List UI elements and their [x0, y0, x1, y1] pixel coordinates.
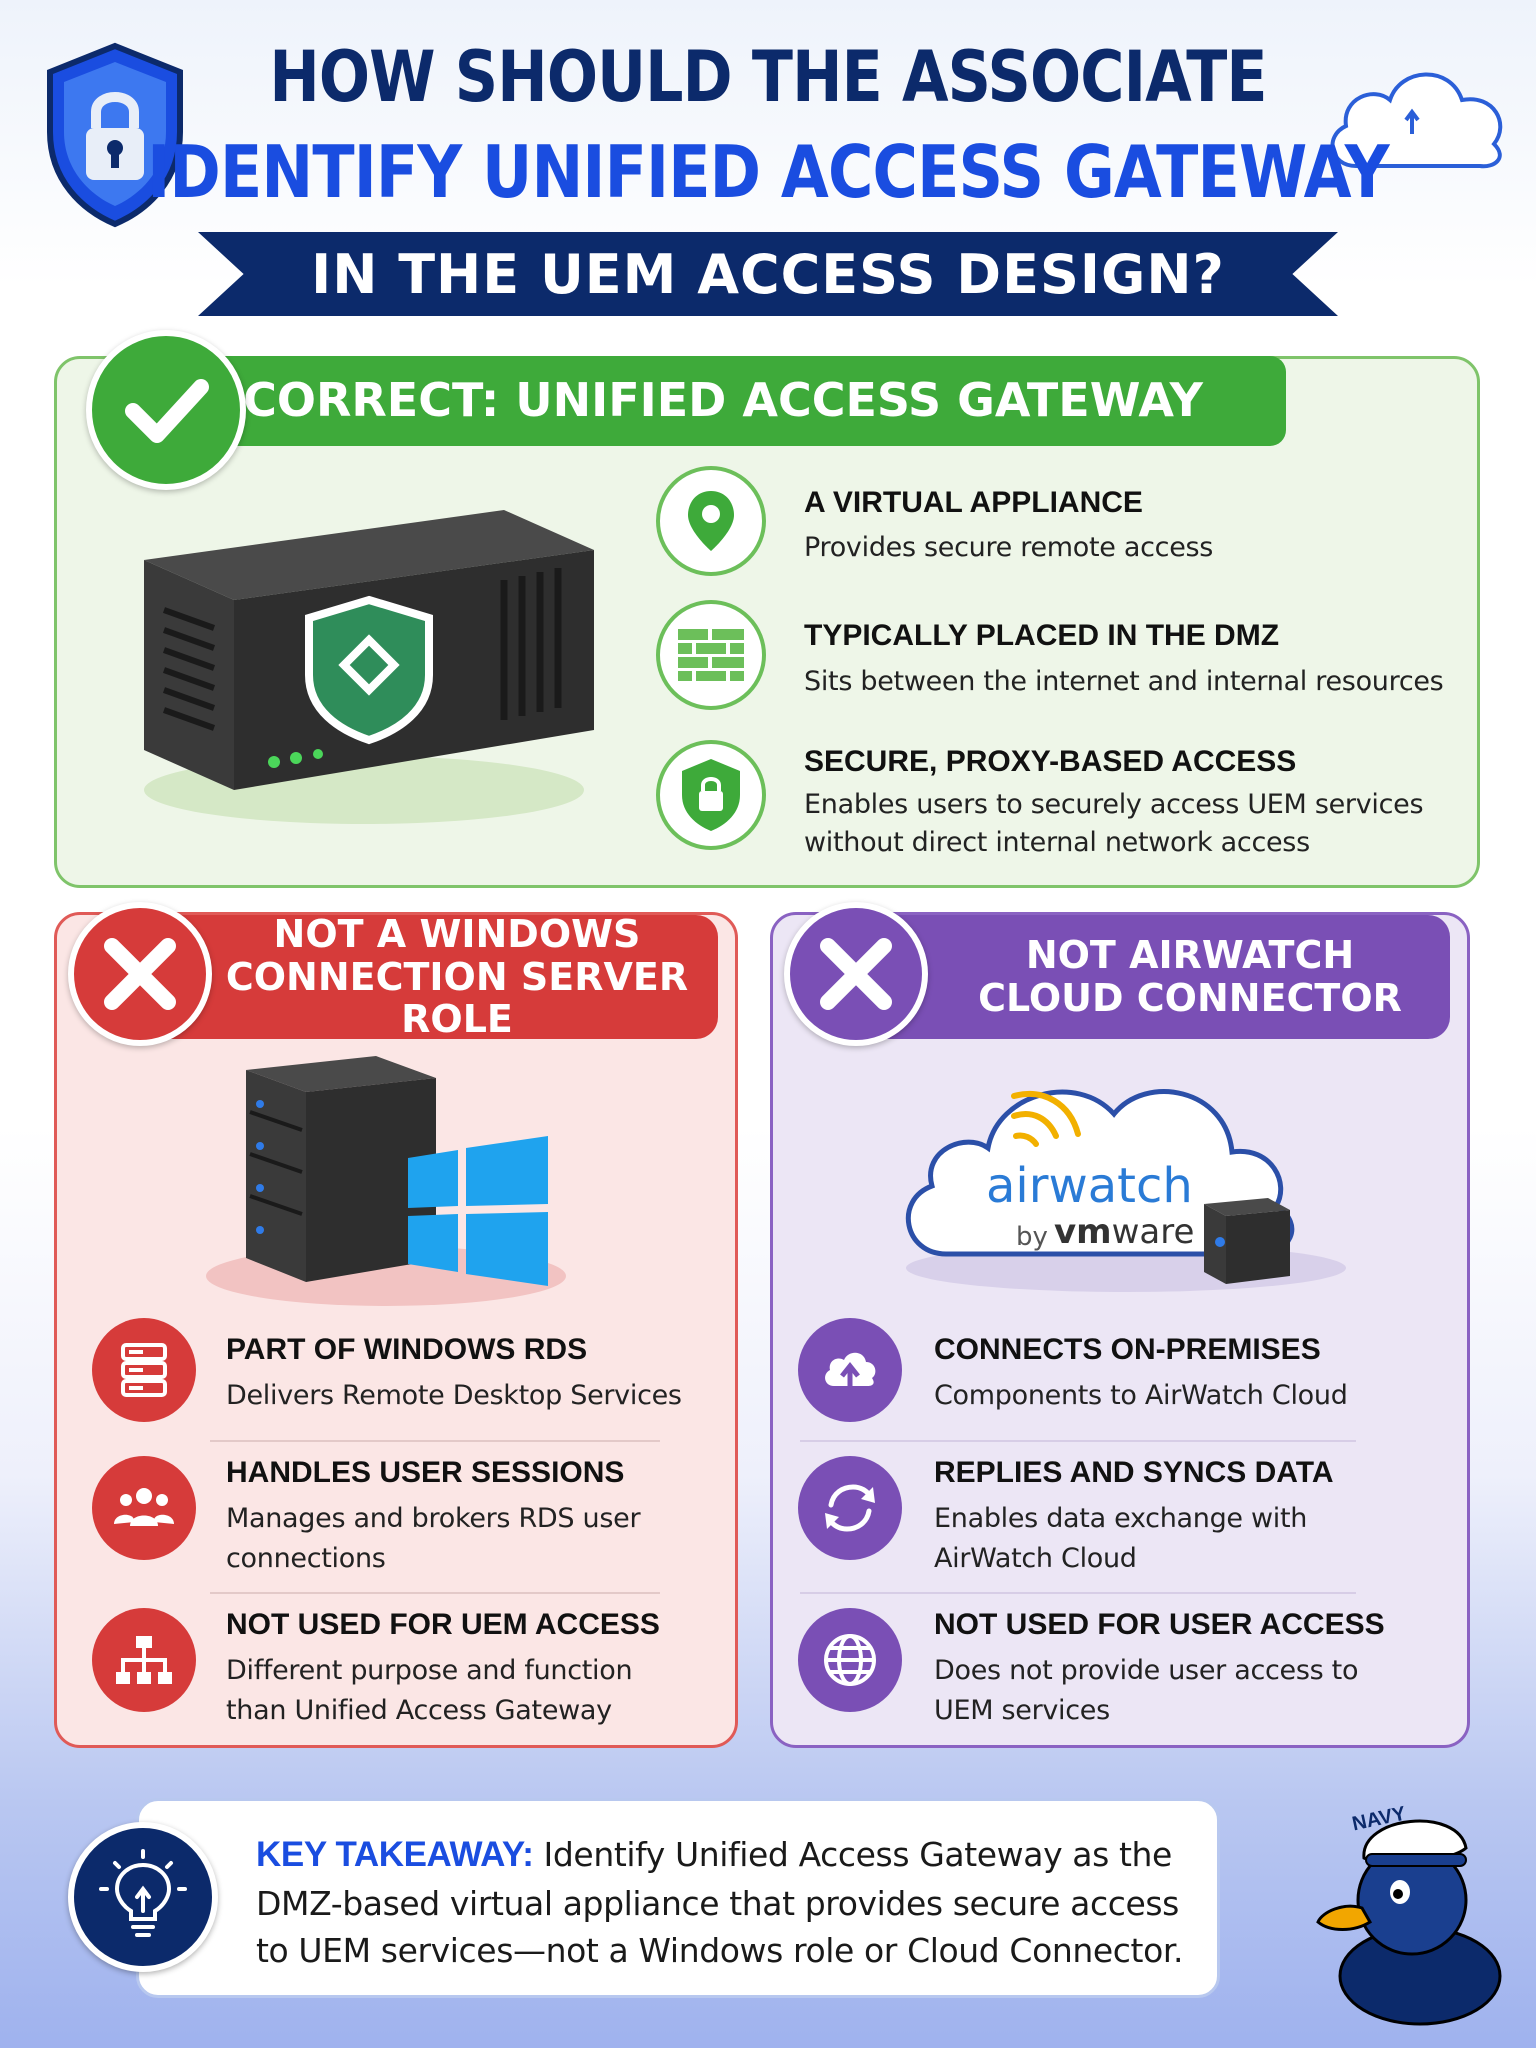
feature-title: SECURE, PROXY-BASED ACCESS	[804, 745, 1297, 778]
vmware-ware: ware	[1111, 1212, 1195, 1252]
users-group-icon	[92, 1456, 196, 1560]
page-title-line2: IDENTIFY UNIFIED ACCESS GATEWAY	[147, 130, 1389, 214]
key-takeaway-box	[136, 1798, 1220, 1998]
cloud-upload-icon	[798, 1318, 902, 1422]
feature-desc-line1: Enables users to securely access UEM ser…	[804, 789, 1424, 820]
takeaway-line1: Identify Unified Access Gateway as the	[533, 1835, 1173, 1874]
divider	[800, 1440, 1356, 1442]
feature-title: NOT USED FOR UEM ACCESS	[226, 1608, 660, 1641]
sync-icon	[798, 1456, 902, 1560]
correct-banner: CORRECT: UNIFIED ACCESS GATEWAY	[160, 356, 1286, 446]
x-icon	[68, 902, 212, 1046]
ribbon-text: IN THE UEM ACCESS DESIGN?	[311, 242, 1225, 306]
feature-title: REPLIES AND SYNCS DATA	[934, 1456, 1334, 1489]
feature-desc: Delivers Remote Desktop Services	[226, 1380, 682, 1411]
feature-desc-line2: than Unified Access Gateway	[226, 1695, 612, 1726]
feature-desc-line1: Manages and brokers RDS user	[226, 1503, 641, 1534]
feature-title: HANDLES USER SESSIONS	[226, 1456, 625, 1489]
feature-desc-line1: Does not provide user access to	[934, 1655, 1359, 1686]
vmware-vm: vm	[1054, 1212, 1112, 1252]
takeaway-line3: to UEM services—not a Windows role or Cl…	[256, 1931, 1184, 1971]
key-takeaway-label: KEY TAKEAWAY:	[256, 1835, 534, 1874]
vmware-logo-text: vmware	[1054, 1212, 1194, 1252]
windows-banner-line2: CONNECTION SERVER ROLE	[225, 954, 689, 1042]
feature-title: CONNECTS ON-PREMISES	[934, 1333, 1321, 1366]
hierarchy-icon	[92, 1608, 196, 1712]
x-icon	[784, 902, 928, 1046]
cloud-icon	[1330, 72, 1503, 169]
shield-lock-icon	[656, 740, 766, 850]
feature-desc-line2: UEM services	[934, 1695, 1110, 1726]
divider	[210, 1592, 660, 1594]
feature-desc-line2: AirWatch Cloud	[934, 1543, 1137, 1574]
takeaway-line2: DMZ-based virtual appliance that provide…	[256, 1884, 1179, 1924]
appliance-illustration	[144, 510, 594, 824]
shield-lock-icon	[47, 42, 183, 228]
feature-desc-line2: without direct internal network access	[804, 827, 1310, 858]
page-title-line1: HOW SHOULD THE ASSOCIATE	[269, 36, 1267, 118]
feature-title: PART OF WINDOWS RDS	[226, 1333, 588, 1366]
airwatch-card	[770, 912, 1470, 1748]
feature-desc: Sits between the internet and internal r…	[804, 666, 1444, 697]
feature-desc: Provides secure remote access	[804, 532, 1214, 563]
check-icon	[86, 330, 246, 490]
feature-desc: Components to AirWatch Cloud	[934, 1380, 1348, 1411]
key-takeaway-text: KEY TAKEAWAY: Identify Unified Access Ga…	[256, 1830, 1196, 1974]
feature-desc-line1: Enables data exchange with	[934, 1503, 1308, 1534]
cloud-icon	[905, 1089, 1346, 1292]
airwatch-banner-line1: NOT AIRWATCH	[1025, 933, 1355, 978]
location-pin-icon	[656, 466, 766, 576]
title-ribbon: IN THE UEM ACCESS DESIGN?	[198, 232, 1338, 316]
feature-desc-line1: Different purpose and function	[226, 1655, 633, 1686]
airwatch-banner-line2: CLOUD CONNECTOR	[978, 976, 1402, 1020]
windows-banner-line1: NOT A WINDOWS	[273, 912, 641, 957]
firewall-brick-icon	[656, 600, 766, 710]
divider	[210, 1440, 660, 1442]
airwatch-logo-text: airwatch	[986, 1158, 1193, 1214]
feature-desc-line2: connections	[226, 1543, 386, 1574]
server-stack-icon	[92, 1318, 196, 1422]
vmware-by-text: by	[1016, 1222, 1048, 1252]
globe-icon	[798, 1608, 902, 1712]
windows-server-illustration	[206, 1056, 566, 1306]
navy-duck-mascot-icon	[1316, 1819, 1502, 2026]
divider	[800, 1592, 1356, 1594]
lightbulb-icon	[68, 1822, 218, 1972]
feature-title: NOT USED FOR USER ACCESS	[934, 1608, 1385, 1641]
feature-title: TYPICALLY PLACED IN THE DMZ	[804, 619, 1280, 652]
feature-title: A VIRTUAL APPLIANCE	[804, 486, 1143, 519]
